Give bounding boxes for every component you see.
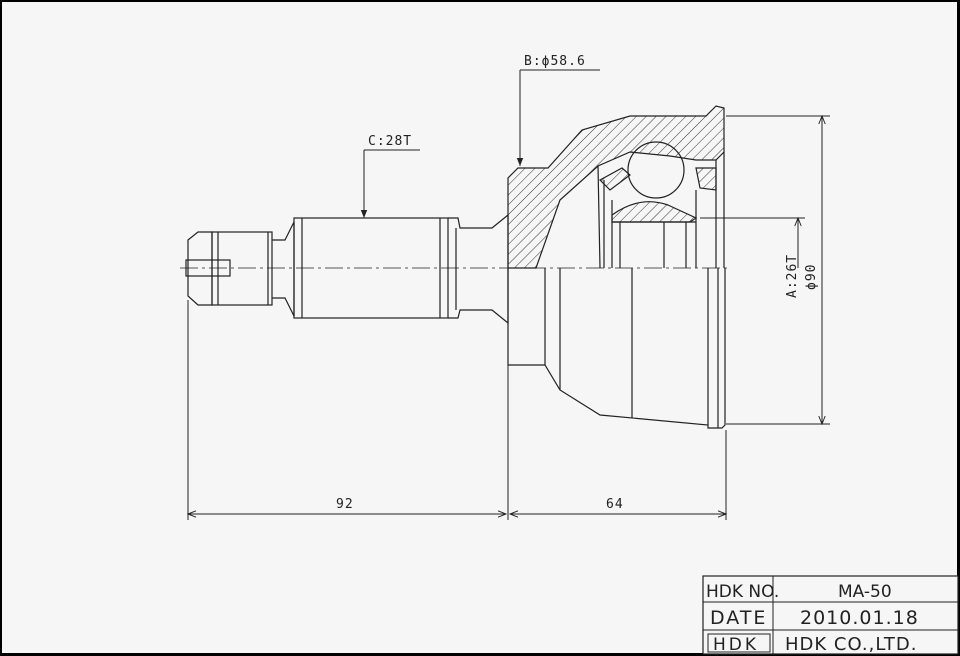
callout-c-label: C:28T (368, 134, 412, 149)
callout-b-label: B:ϕ58.6 (524, 54, 586, 69)
hdk-logo-box (707, 633, 771, 653)
title-block: HDK NO. MA-50 DATE 2010.01.18 HDK HDK CO… (702, 575, 959, 655)
date-label: DATE (710, 607, 767, 629)
hdk-no-label: HDK NO. (706, 582, 779, 602)
housing-lower (507, 268, 726, 429)
shaft (180, 213, 730, 325)
inner-race (597, 141, 725, 269)
hdk-no-value: MA-50 (838, 582, 892, 602)
company-name: HDK CO.,LTD. (785, 634, 918, 655)
shaft-neck (448, 213, 509, 325)
bell-dia-label: ϕ90 (804, 264, 819, 290)
callout-outer-dia: B:ϕ58.6 (516, 54, 600, 166)
hdk-logo: HDK (713, 635, 759, 655)
dim-64: 64 (606, 497, 624, 512)
shaft-tip (187, 231, 213, 306)
dim-92: 92 (336, 497, 354, 512)
callout-spline-outer: C:28T (360, 134, 420, 218)
shaft-collar (211, 231, 273, 306)
bottom-dimensions (188, 300, 726, 520)
right-dimensions (700, 116, 830, 424)
date-value: 2010.01.18 (800, 607, 919, 629)
housing-section (507, 105, 725, 269)
ball (627, 141, 685, 199)
callout-a-label: A:26T (785, 254, 800, 298)
